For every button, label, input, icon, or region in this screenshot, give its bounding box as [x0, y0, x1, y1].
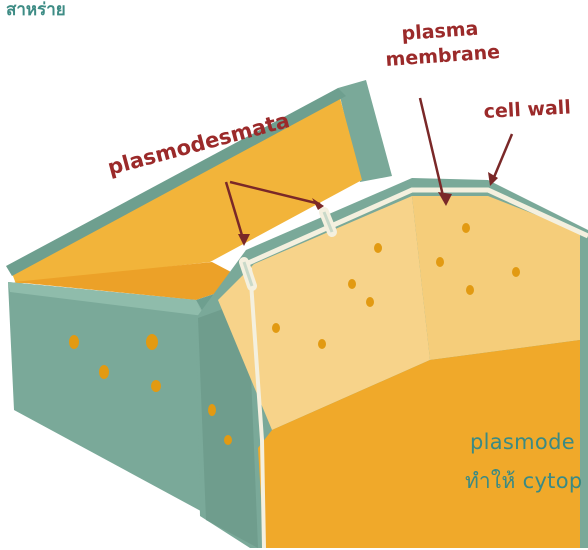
label-cell-wall: cell wall — [483, 96, 571, 123]
caption-line-1: plasmode — [470, 430, 588, 454]
label-plasma-membrane-1: plasma — [401, 18, 479, 45]
caption-line-2: ทำให้ cytop — [465, 465, 588, 498]
label-plasma-membrane-2: membrane — [385, 41, 501, 71]
left-cell-front-wall — [8, 282, 210, 516]
